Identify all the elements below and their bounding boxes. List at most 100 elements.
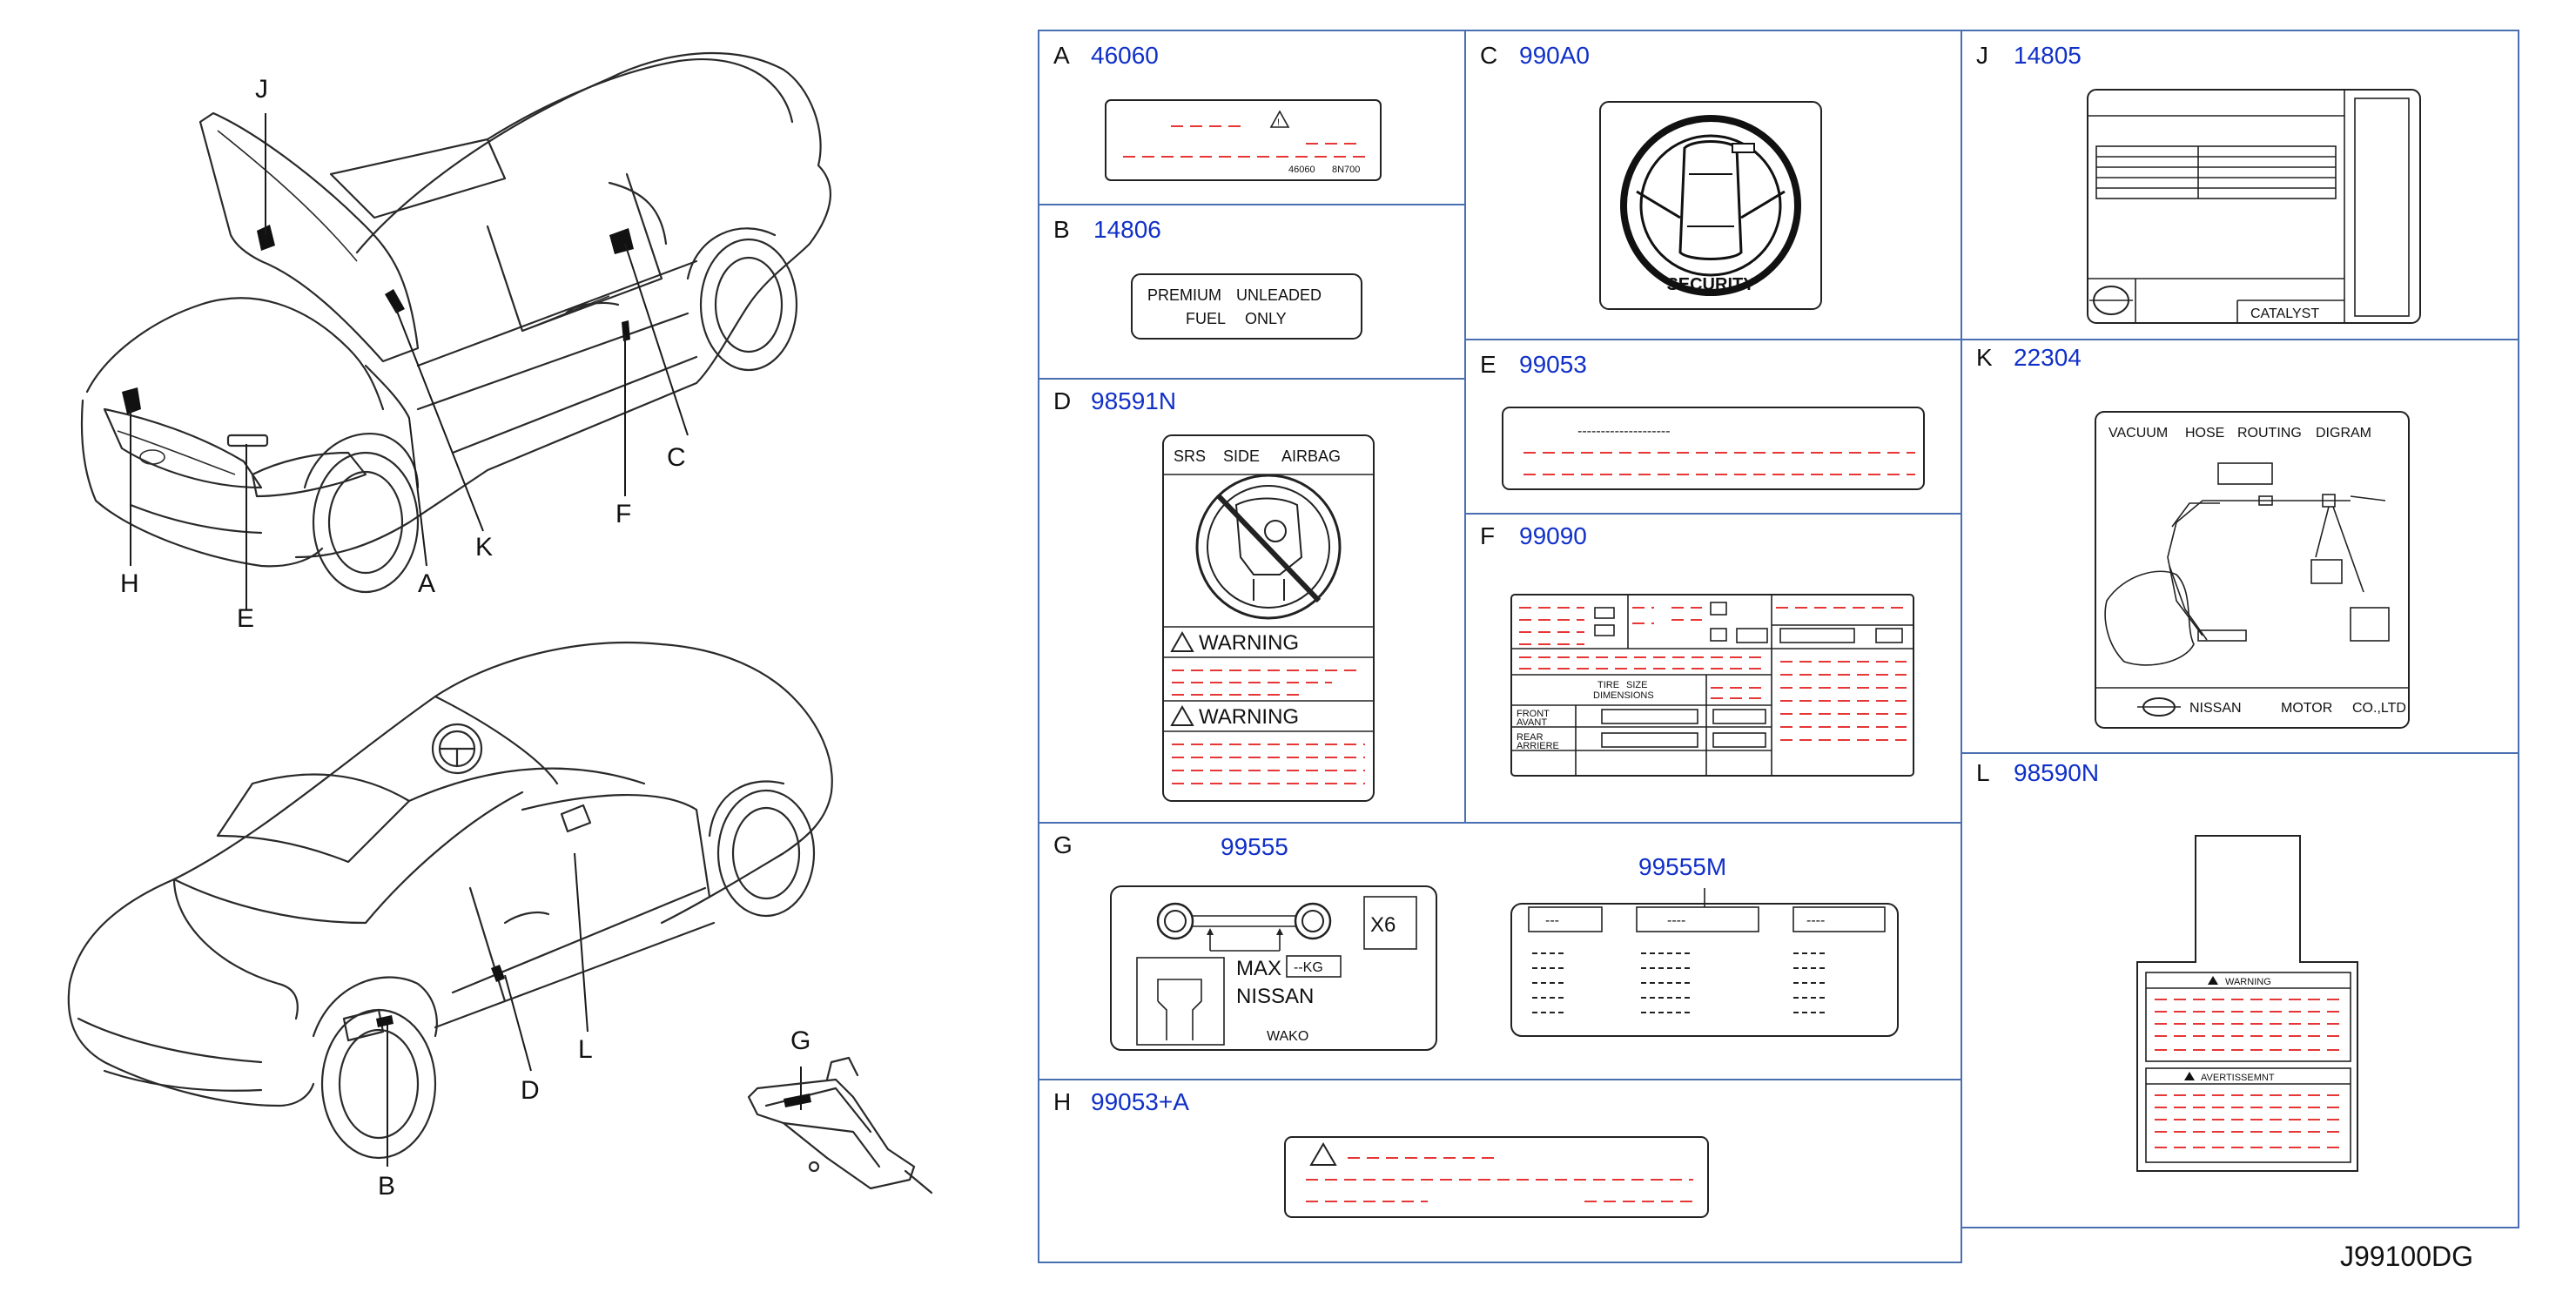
label-a xyxy=(1105,99,1382,181)
label-j xyxy=(2087,89,2421,324)
part-number-l: 98590N xyxy=(2014,759,2099,786)
svg-text:46060: 46060 xyxy=(1288,165,1315,175)
label-h xyxy=(1284,1136,1709,1218)
part-number-c: 990A0 xyxy=(1519,42,1590,69)
svg-text:FUEL: FUEL xyxy=(1186,310,1226,327)
label-g-cell: G 99555 99555M X6 MAX --KG NISSAN WAKO -… xyxy=(1053,831,1899,1051)
letter-g: G xyxy=(1053,831,1073,858)
svg-text:DIMENSIONS: DIMENSIONS xyxy=(1593,690,1654,701)
svg-text:MOTOR: MOTOR xyxy=(2281,701,2332,716)
callout-c: C xyxy=(667,443,686,472)
callout-d: D xyxy=(521,1076,540,1105)
svg-text:PREMIUM: PREMIUM xyxy=(1147,286,1221,304)
warning-triangle-icon xyxy=(2208,976,2218,985)
svg-text:TIRE: TIRE xyxy=(1597,680,1619,690)
warning-triangle-icon xyxy=(1170,630,1194,652)
label-k xyxy=(2095,411,2410,729)
label-a-cell: A 46060 ! 46060 8N700 xyxy=(1053,42,1382,181)
svg-text:MAX: MAX xyxy=(1236,957,1281,980)
svg-text:HOSE: HOSE xyxy=(2185,426,2224,441)
svg-text:----: ---- xyxy=(1806,913,1825,928)
part-number-g-2: 99555M xyxy=(1638,853,1726,880)
svg-text:SIZE: SIZE xyxy=(1626,680,1647,690)
svg-text:---: --- xyxy=(1545,913,1559,928)
svg-text:X6: X6 xyxy=(1370,913,1396,937)
letter-l: L xyxy=(1976,759,1990,786)
warning-triangle-icon xyxy=(2184,1072,2195,1080)
part-number-f: 99090 xyxy=(1519,522,1587,549)
callout-g: G xyxy=(790,1026,810,1055)
label-e-cell: E 99053 -------------------- xyxy=(1480,351,1925,490)
svg-text:WARNING: WARNING xyxy=(2225,977,2271,987)
svg-text:WARNING: WARNING xyxy=(1199,705,1299,729)
callout-b: B xyxy=(378,1172,395,1201)
car-rear-illustration xyxy=(67,641,833,1160)
svg-text:!: ! xyxy=(1277,118,1280,128)
svg-text:UNLEADED: UNLEADED xyxy=(1236,286,1322,304)
warning-triangle-icon xyxy=(1170,704,1194,726)
letter-f: F xyxy=(1480,522,1495,549)
label-c-cell: C 990A0 SECURITY xyxy=(1480,42,1822,310)
warning-triangle-icon xyxy=(1269,110,1290,128)
svg-text:AIRBAG: AIRBAG xyxy=(1281,447,1341,465)
part-number-e: 99053 xyxy=(1519,351,1587,378)
letter-k: K xyxy=(1976,344,1993,371)
svg-text:SECURITY: SECURITY xyxy=(1666,275,1755,294)
svg-text:REAR: REAR xyxy=(1517,732,1544,743)
svg-text:CO.,LTD: CO.,LTD xyxy=(2352,701,2406,716)
callout-l: L xyxy=(578,1035,593,1064)
svg-text:SRS: SRS xyxy=(1174,447,1206,465)
letter-c: C xyxy=(1480,42,1497,69)
part-number-h: 99053+A xyxy=(1091,1088,1189,1115)
svg-text:AVANT: AVANT xyxy=(1517,717,1547,728)
label-h-cell: H 99053+A xyxy=(1053,1088,1709,1218)
letter-a: A xyxy=(1053,42,1070,69)
svg-text:CATALYST: CATALYST xyxy=(2250,306,2319,321)
callout-letters: J C F H E A K L D B G xyxy=(120,75,810,1201)
letter-d: D xyxy=(1053,387,1071,414)
svg-text:NISSAN: NISSAN xyxy=(1236,985,1314,1008)
part-number-a: 46060 xyxy=(1091,42,1159,69)
catalog-number: J99100DG xyxy=(2340,1241,2473,1272)
label-l xyxy=(2136,835,2358,1172)
label-g-99555m xyxy=(1510,903,1899,1037)
part-number-k: 22304 xyxy=(2014,344,2082,371)
car-front-illustration xyxy=(80,51,832,594)
label-k-cell: K 22304 VACUUM HOSE ROUTING DIGRAM NISSA… xyxy=(1976,344,2410,729)
svg-text:NISSAN: NISSAN xyxy=(2189,701,2242,716)
leader-lines-top xyxy=(130,113,802,1167)
callout-f: F xyxy=(615,500,631,528)
svg-text:ARRIERE: ARRIERE xyxy=(1517,741,1559,751)
label-d-cell: D 98591N SRS SIDE AIRBAG WARNING WARNING xyxy=(1053,387,1375,802)
label-l-cell: L 98590N WARNING AVERTISSEMNT xyxy=(1976,759,2358,1172)
part-number-g: 99555 xyxy=(1221,833,1288,860)
letter-h: H xyxy=(1053,1088,1071,1115)
letter-e: E xyxy=(1480,351,1497,378)
callout-j: J xyxy=(255,75,268,104)
svg-text:----: ---- xyxy=(1667,913,1685,928)
svg-text:VACUUM: VACUUM xyxy=(2109,426,2168,441)
svg-text:DIGRAM: DIGRAM xyxy=(2316,426,2371,441)
svg-text:8N700: 8N700 xyxy=(1332,165,1360,175)
svg-text:--------------------: -------------------- xyxy=(1577,424,1671,439)
callout-h: H xyxy=(120,569,139,598)
part-number-d: 98591N xyxy=(1091,387,1176,414)
callout-e: E xyxy=(237,604,254,633)
svg-text:--KG: --KG xyxy=(1294,960,1323,975)
svg-text:ONLY: ONLY xyxy=(1245,310,1287,327)
svg-text:WAKO: WAKO xyxy=(1267,1029,1308,1044)
callout-k: K xyxy=(475,533,493,562)
part-number-b: 14806 xyxy=(1093,216,1161,243)
svg-text:FRONT: FRONT xyxy=(1517,709,1550,719)
svg-text:AVERTISSEMNT: AVERTISSEMNT xyxy=(2201,1073,2275,1083)
svg-text:WARNING: WARNING xyxy=(1199,631,1299,655)
svg-text:SIDE: SIDE xyxy=(1223,447,1260,465)
svg-text:ROUTING: ROUTING xyxy=(2237,426,2302,441)
label-b-cell: B 14806 PREMIUM UNLEADED FUEL ONLY xyxy=(1053,216,1362,340)
label-f-cell: F 99090 TIRE SIZE DIMENSIONS FRONT AVANT… xyxy=(1480,522,1914,777)
part-number-j: 14805 xyxy=(2014,42,2082,69)
letter-b: B xyxy=(1053,216,1070,243)
label-grid xyxy=(1038,30,2519,1263)
warning-triangle-icon xyxy=(1309,1142,1337,1166)
